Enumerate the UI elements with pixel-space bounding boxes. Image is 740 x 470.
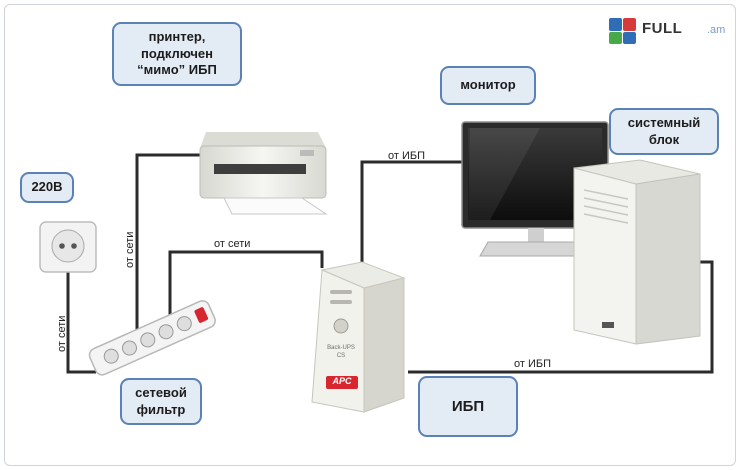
wire-strip-to-printer xyxy=(135,153,200,338)
brand-name: FULL xyxy=(642,20,683,37)
callout-power-strip-line2: фильтр xyxy=(136,401,186,417)
image-border xyxy=(4,4,736,466)
wire-label-ups-to-monitor: от ИБП xyxy=(388,150,426,162)
callout-system-unit-line1: системный xyxy=(627,115,701,130)
callout-system-unit: системный блок xyxy=(609,108,719,156)
callout-printer: принтер, подключен “мимо” ИБП xyxy=(112,22,242,86)
callout-ups-line1: ИБП xyxy=(451,398,485,415)
wire-outlet-to-strip xyxy=(66,262,96,374)
callout-outlet-line1: 220В xyxy=(31,179,63,194)
wire-label-ups-to-system: от ИБП xyxy=(514,358,552,370)
monitor xyxy=(461,121,609,257)
callout-printer-line1: принтер, xyxy=(148,29,206,44)
callout-power-strip-line1: сетевой xyxy=(135,385,187,400)
brand-suffix: .am xyxy=(707,24,726,36)
wire-ups-to-system xyxy=(408,260,714,374)
callout-ups: ИБП xyxy=(418,376,518,438)
ups-brand-label: APC xyxy=(332,376,352,386)
wire-label-strip-to-ups: от сети xyxy=(214,238,251,250)
system-unit xyxy=(573,159,701,345)
printer xyxy=(199,132,328,215)
wire-label-strip-to-printer: от сети xyxy=(124,231,136,268)
callout-printer-line3: “мимо” ИБП xyxy=(137,62,217,78)
wires xyxy=(66,153,714,374)
wire-strip-to-ups xyxy=(168,250,324,318)
power-strip xyxy=(88,300,216,376)
ups-device xyxy=(311,261,406,413)
callout-monitor-line1: монитор xyxy=(460,77,516,92)
callout-monitor: монитор xyxy=(440,66,536,105)
ups-model-label: Back-UPS CS xyxy=(327,345,355,360)
callout-printer-line2: подключен xyxy=(140,45,214,61)
callout-outlet: 220В xyxy=(20,172,74,203)
wire-label-outlet-to-strip: от сети xyxy=(56,315,68,352)
wall-outlet xyxy=(39,221,97,273)
callout-power-strip: сетевой фильтр xyxy=(120,378,202,426)
wire-ups-to-monitor xyxy=(360,160,470,270)
callout-system-unit-line2: блок xyxy=(648,131,680,147)
full-am-logo-icon xyxy=(609,18,636,44)
